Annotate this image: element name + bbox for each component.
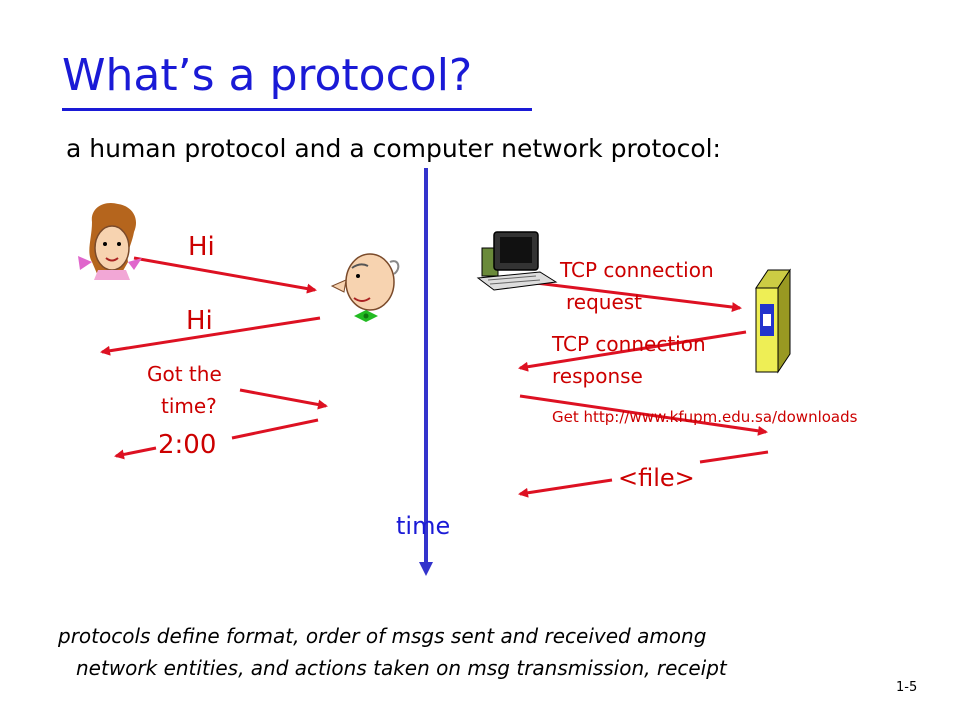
human-msg-hi-2: Hi (186, 306, 213, 336)
slide-subtitle: a human protocol and a computer network … (66, 134, 721, 163)
arrow-got-time (239, 388, 328, 410)
computer-icon (476, 231, 558, 291)
woman-face-icon (78, 202, 142, 280)
arrow-tcp-response (518, 330, 747, 372)
arrow-two-oclock-a (231, 418, 319, 440)
net-msg-get-request: Get http://www.kfupm.edu.sa/downloads (552, 408, 858, 426)
footer-line-2: network entities, and actions taken on m… (76, 656, 727, 680)
arrow-get (519, 394, 768, 436)
arrow-hi-2 (100, 316, 321, 356)
page-number: 1-5 (896, 680, 918, 695)
net-msg-tcp-request-line2: request (566, 290, 643, 314)
arrow-file-a (699, 450, 769, 464)
human-msg-got-the: Got the (147, 362, 222, 386)
human-msg-two-oclock: 2:00 (158, 430, 217, 460)
footer-line-1: protocols define format, order of msgs s… (58, 624, 707, 648)
net-msg-file: <file> (618, 464, 695, 492)
human-msg-hi-1: Hi (188, 232, 215, 262)
arrow-tcp-request (535, 281, 742, 312)
man-face-icon (330, 253, 400, 322)
time-axis-arrowhead (419, 562, 433, 576)
arrow-hi-1 (133, 256, 317, 294)
server-icon (755, 268, 791, 374)
net-msg-tcp-request-line1: TCP connection (560, 258, 714, 282)
time-axis-label: time (396, 512, 451, 540)
arrow-file-b (518, 478, 613, 498)
title-underline (62, 108, 532, 111)
slide-title: What’s a protocol? (62, 50, 473, 101)
human-msg-time: time? (161, 394, 217, 418)
net-msg-tcp-response-line2: response (552, 364, 643, 388)
arrow-two-oclock-b (114, 446, 157, 460)
net-msg-tcp-response-line1: TCP connection (552, 332, 706, 356)
